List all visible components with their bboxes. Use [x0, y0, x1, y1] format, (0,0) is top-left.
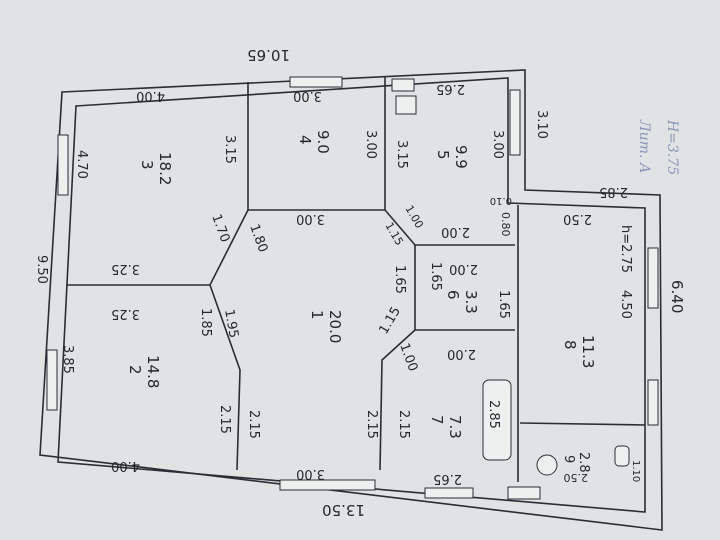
- room-area: 14.8: [144, 355, 162, 388]
- dim: 3.00: [296, 466, 325, 481]
- dim: 2.85: [486, 400, 501, 429]
- room-area: 11.3: [579, 335, 597, 368]
- dim: 3.00: [296, 211, 325, 226]
- room-number: 3: [138, 160, 156, 170]
- wall: [209, 284, 241, 471]
- room-number: 6: [444, 290, 462, 300]
- dim: 2.50: [564, 471, 589, 484]
- dim: 4.00: [111, 458, 140, 473]
- room-number: 4: [296, 135, 314, 145]
- dim: 3.25: [111, 306, 140, 321]
- inner-wall-outline: [57, 77, 646, 513]
- dim: 1.85: [198, 308, 213, 337]
- room-number: 5: [434, 150, 452, 160]
- room-5: 5 9.9 2.65 3.15 3.00: [394, 81, 505, 169]
- dim: 2.50: [563, 211, 592, 226]
- dim: h=2.75: [618, 225, 633, 273]
- dim: 3.00: [490, 130, 505, 159]
- window: [279, 479, 376, 491]
- dim: 1.65: [496, 290, 511, 319]
- bathtub-icon: [482, 379, 512, 461]
- room-area: 3.3: [462, 290, 480, 314]
- dim: 2.00: [447, 346, 476, 361]
- dim-left: 9.50: [34, 255, 49, 284]
- dim: 2.65: [433, 471, 462, 486]
- wall: [519, 422, 646, 426]
- sink-icon: [614, 445, 630, 467]
- dim-bottom: 13.50: [322, 501, 365, 519]
- lit-label: Лит. А: [636, 119, 652, 173]
- window: [46, 349, 58, 411]
- wall: [379, 329, 416, 471]
- room-area: 9.9: [452, 145, 470, 169]
- room-6: 6 3.3 2.00 1.65 1.65: [428, 261, 511, 319]
- dim: 1.15: [376, 304, 403, 337]
- dim: 3.15: [394, 140, 409, 169]
- dim: 2.15: [364, 410, 379, 439]
- dim: 1.80: [246, 222, 270, 254]
- room-9: 9 2.8 2.50 1.10: [561, 452, 641, 484]
- dim-annex: 2.85: [599, 184, 628, 199]
- dim: 4.50: [618, 290, 633, 319]
- dim: 1.65: [392, 265, 407, 294]
- room-7: 7 7.3 2.00 2.65 2.15 2.85 1.00 1.15: [376, 304, 501, 486]
- room-number: 2: [126, 365, 144, 375]
- dim: 4.00: [136, 88, 165, 103]
- dim: 1.00: [396, 341, 420, 373]
- window: [509, 89, 521, 156]
- dim: 0.10: [490, 195, 512, 206]
- room-2: 2 14.8 3.25 4.00 3.85 2.15 1.85: [60, 306, 232, 473]
- vent-grid: [507, 486, 541, 500]
- dim: 1.70: [208, 212, 232, 244]
- room-area: 20.0: [326, 310, 344, 343]
- window: [647, 247, 659, 309]
- dim: 3.15: [222, 135, 237, 164]
- room-3: 3 18.2 4.00 4.70 3.15 3.25 1.70: [74, 88, 237, 276]
- dim: 3.85: [60, 345, 75, 374]
- dim: 2.00: [449, 261, 478, 276]
- dim: 2.15: [396, 410, 411, 439]
- room-area: 18.2: [156, 152, 174, 185]
- height-label: H=3.75: [664, 119, 680, 175]
- window: [57, 134, 69, 196]
- dim: 0.80: [499, 212, 512, 237]
- room-area: 2.8: [576, 452, 591, 473]
- dim: 3.25: [111, 261, 140, 276]
- outer-wall: [39, 69, 663, 531]
- dim: 2.15: [217, 405, 232, 434]
- dim: 1.10: [630, 460, 641, 482]
- dim: 1.65: [428, 262, 443, 291]
- room-1: 1 20.0 3.00 3.00 2.15 2.15: [246, 211, 379, 481]
- dim: 1.15: [382, 220, 406, 248]
- dim: 3.00: [363, 130, 378, 159]
- dim: 4.70: [74, 150, 89, 179]
- dim: 2.00: [441, 224, 470, 239]
- window: [289, 76, 343, 88]
- window: [424, 487, 474, 499]
- dim: 3.00: [293, 88, 322, 103]
- window: [647, 379, 659, 426]
- room-number: 1: [308, 310, 326, 320]
- vent-grid: [391, 78, 415, 92]
- stove-icon: [395, 95, 417, 115]
- dim: 1.00: [402, 203, 426, 231]
- toilet-icon: [536, 454, 558, 476]
- room-area: 9.0: [314, 130, 332, 154]
- wall: [247, 76, 386, 211]
- dim: 2.15: [246, 410, 261, 439]
- dim-right: 6.40: [668, 280, 686, 313]
- room-number: 7: [428, 415, 446, 425]
- dim: 2.65: [436, 81, 465, 96]
- room-8: 8 11.3 2.50 4.50 h=2.75: [561, 211, 633, 368]
- dim-right-upper: 3.10: [534, 110, 549, 139]
- room-number: 9: [561, 455, 576, 463]
- room-4: 4 9.0 3.00 3.00 1.80: [246, 88, 378, 255]
- room-area: 7.3: [446, 415, 464, 439]
- dim: 1.95: [221, 308, 241, 339]
- dim-top: 10.65: [247, 46, 290, 64]
- room-number: 8: [561, 340, 579, 350]
